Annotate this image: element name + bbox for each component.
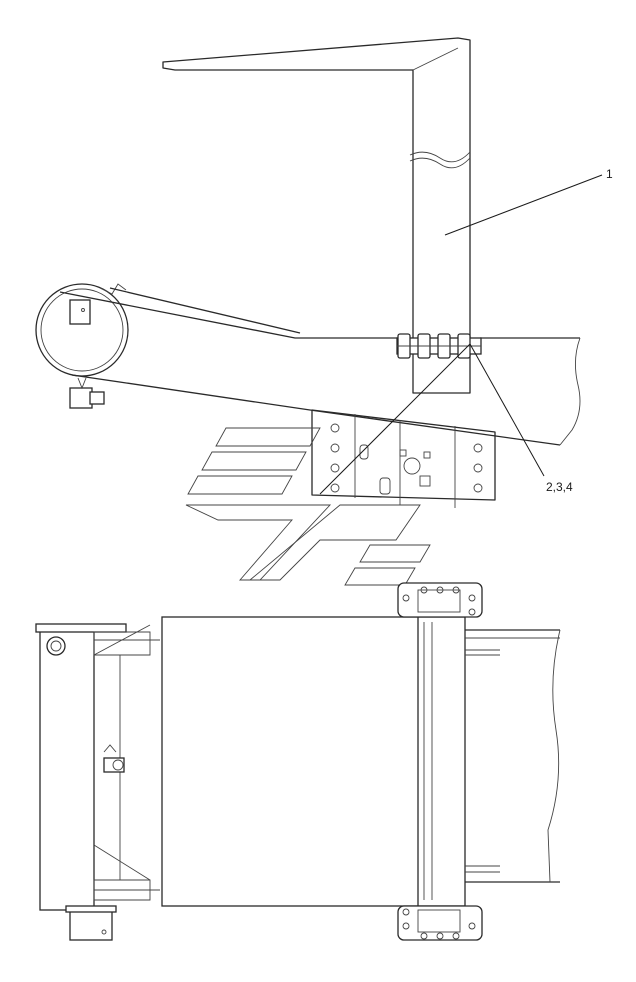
callout-1: 1 <box>606 167 613 181</box>
top-flange <box>397 582 483 618</box>
post-bracket <box>162 37 471 394</box>
boom-beam <box>59 287 581 446</box>
fitting-center <box>103 744 125 773</box>
channel-beam <box>465 629 561 883</box>
vertical-tube <box>35 623 160 941</box>
gussets <box>93 624 151 901</box>
bolt-row <box>396 333 482 359</box>
logo-watermark <box>185 427 431 586</box>
bottom-flange <box>397 905 483 941</box>
callout-2-3-4: 2,3,4 <box>546 480 573 494</box>
leader-lines <box>319 174 603 495</box>
mount-plate <box>311 409 496 508</box>
bottom-view <box>35 582 561 941</box>
main-box <box>161 616 466 907</box>
top-view: 1 2,3,4 <box>35 37 613 586</box>
